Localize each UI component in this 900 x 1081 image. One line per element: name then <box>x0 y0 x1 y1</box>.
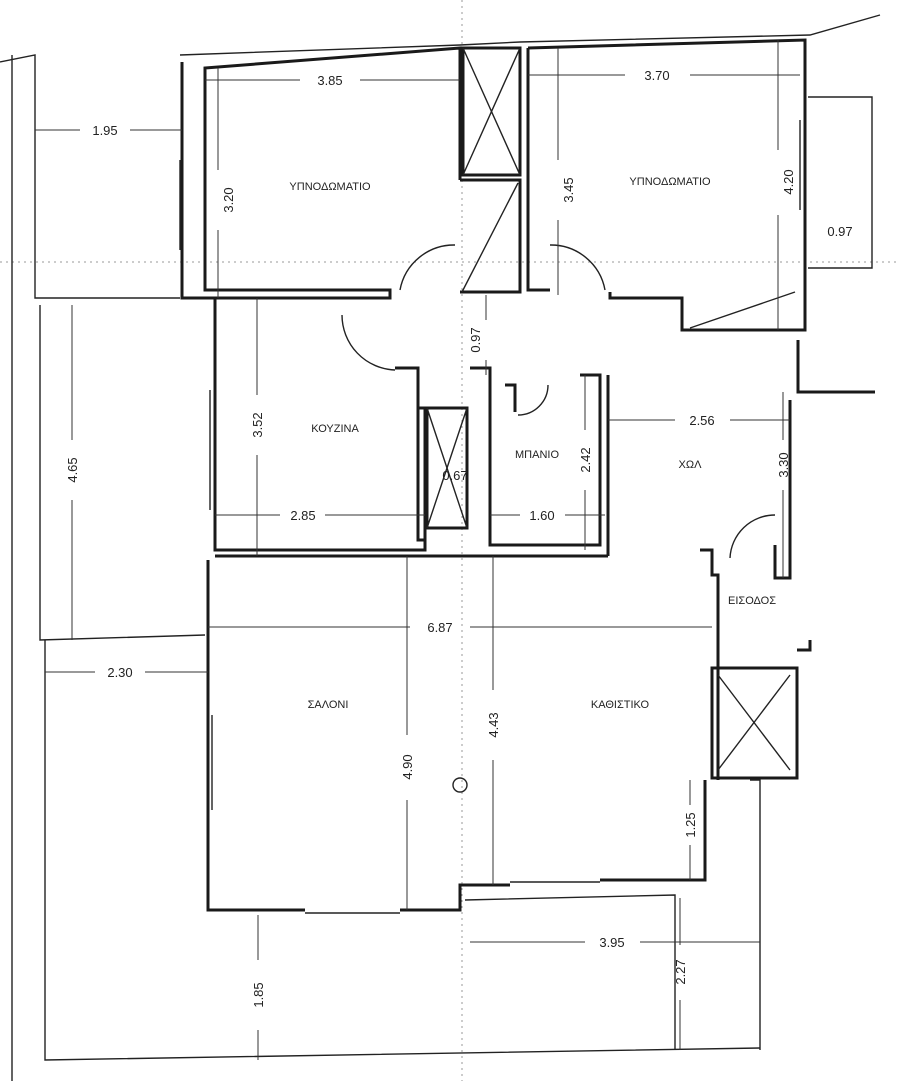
room-labels: ΥΠΝΟΔΩΜΑΤΙΟ ΥΠΝΟΔΩΜΑΤΙΟ ΚΟΥΖΙΝΑ ΜΠΑΝΙΟ Χ… <box>289 176 776 711</box>
room-label-entrance: ΕΙΣΟΔΟΣ <box>728 595 776 607</box>
dim-label: 4.65 <box>65 457 80 482</box>
dim-label: 3.20 <box>221 187 236 212</box>
dim-label: 3.70 <box>644 68 669 83</box>
walls <box>0 14 881 1081</box>
room-label-bathroom: ΜΠΑΝΙΟ <box>515 449 559 461</box>
dim-label: 1.85 <box>251 982 266 1007</box>
dim-label: 1.60 <box>529 508 554 523</box>
dim-label: 4.20 <box>781 169 796 194</box>
column-marker <box>452 777 468 793</box>
dim-label: 1.25 <box>683 812 698 837</box>
room-label-salon: ΣΑΛΟΝΙ <box>308 699 349 711</box>
room-label-bedroom-right: ΥΠΝΟΔΩΜΑΤΙΟ <box>629 176 711 188</box>
dimension-lines <box>35 40 800 1060</box>
room-label-living: ΚΑΘΙΣΤΙΚΟ <box>591 699 650 711</box>
dim-label: 3.30 <box>776 452 791 477</box>
dim-label: 3.45 <box>561 177 576 202</box>
dim-label: 3.85 <box>317 73 342 88</box>
dim-label: 0.97 <box>468 327 483 352</box>
dim-label: 4.43 <box>486 712 501 737</box>
room-label-kitchen: ΚΟΥΖΙΝΑ <box>311 423 359 435</box>
dim-label: 2.42 <box>578 447 593 472</box>
dim-label: 2.30 <box>107 665 132 680</box>
dim-label: 0.67 <box>442 468 467 483</box>
dim-label: 2.85 <box>290 508 315 523</box>
dim-label: 3.52 <box>250 412 265 437</box>
dim-label: 0.97 <box>827 224 852 239</box>
dim-label: 2.27 <box>673 959 688 984</box>
dim-label: 1.95 <box>92 123 117 138</box>
door-swings <box>341 244 776 559</box>
room-label-bedroom-left: ΥΠΝΟΔΩΜΑΤΙΟ <box>289 181 371 193</box>
dim-label: 3.95 <box>599 935 624 950</box>
dim-label: 6.87 <box>427 620 452 635</box>
dim-label: 4.90 <box>400 754 415 779</box>
room-label-hall: ΧΩΛ <box>679 459 703 471</box>
dimension-labels: 3.85 3.70 1.95 3.20 3.45 4.20 0.97 0.97 … <box>65 68 853 1008</box>
dim-label: 2.56 <box>689 413 714 428</box>
